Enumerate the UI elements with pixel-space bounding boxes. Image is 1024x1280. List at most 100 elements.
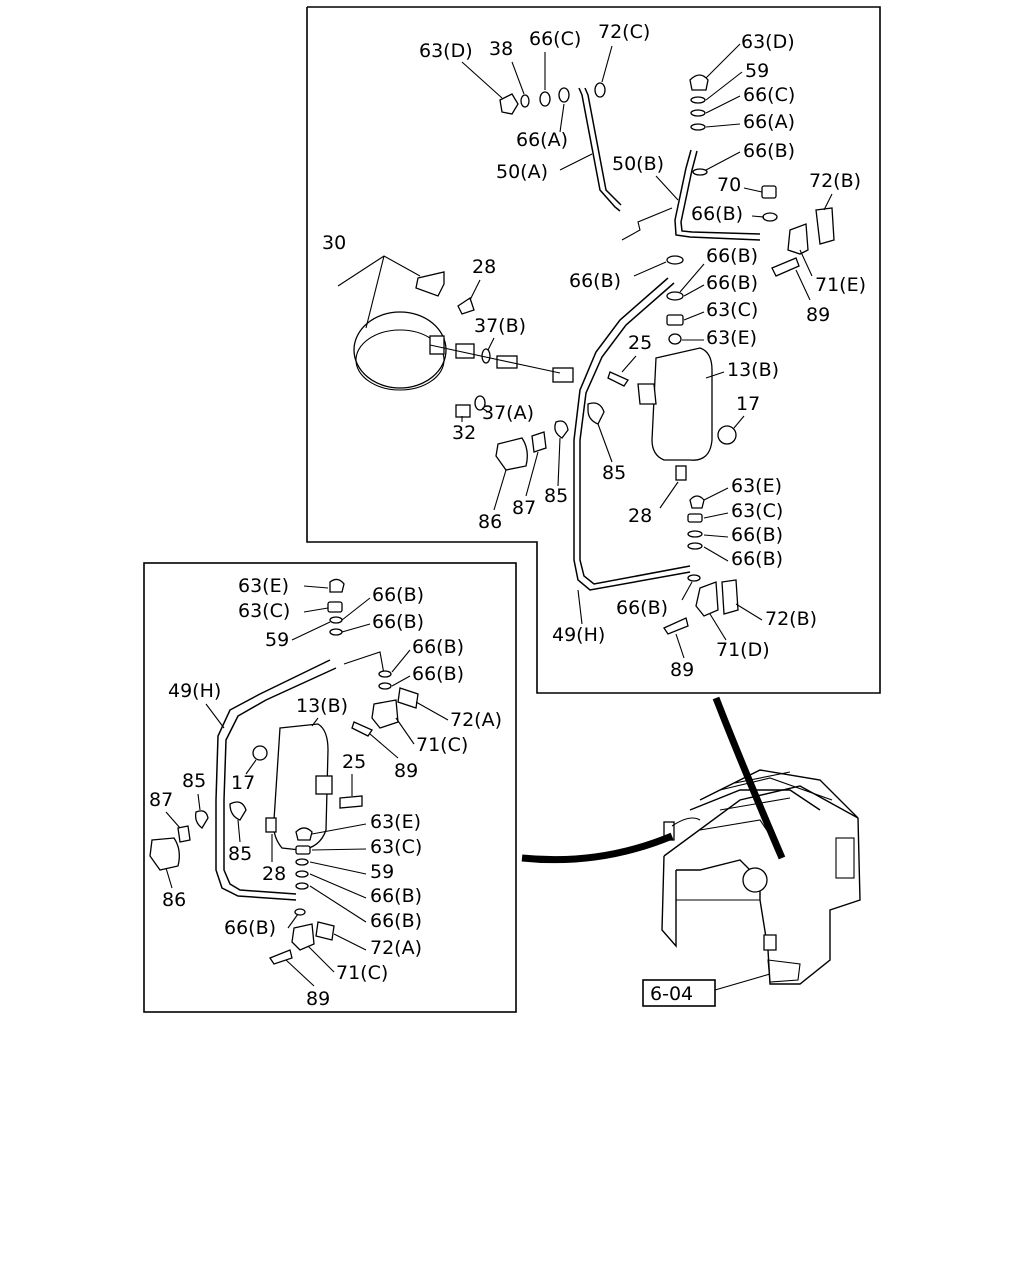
bracket-71c-inset-top bbox=[371, 699, 399, 729]
callout-72c: 72(C) bbox=[598, 21, 650, 43]
inset-callout-71c-b: 71(C) bbox=[336, 962, 388, 984]
callout-85-a: 85 bbox=[602, 462, 626, 484]
callout-38: 38 bbox=[489, 38, 513, 60]
callout-89-b: 89 bbox=[670, 659, 694, 681]
pointer-arrow-to-inset bbox=[521, 832, 674, 864]
reference-box[interactable]: 6-04 bbox=[642, 973, 771, 1007]
callout-66c-b: 66(C) bbox=[743, 84, 795, 106]
callout-13b-main: 13(B) bbox=[727, 359, 779, 381]
main-view-parts bbox=[353, 74, 835, 635]
plate-72b-top bbox=[815, 207, 835, 245]
inset-callout-71c-a: 71(C) bbox=[416, 734, 468, 756]
callout-66a-b: 66(A) bbox=[516, 129, 568, 151]
cover-86-main bbox=[495, 437, 528, 471]
inset-callout-72a-b: 72(A) bbox=[370, 937, 422, 959]
truck-cab-illustration bbox=[661, 769, 861, 985]
inset-callout-66b-b: 66(B) bbox=[372, 611, 424, 633]
inset-callout-66b-e: 66(B) bbox=[370, 885, 422, 907]
callout-63d-b: 63(D) bbox=[741, 31, 795, 53]
inset-callout-17: 17 bbox=[231, 772, 255, 794]
inset-callout-63e-a: 63(E) bbox=[238, 575, 289, 597]
callout-49h-main: 49(H) bbox=[552, 624, 605, 646]
callout-66b-h: 66(B) bbox=[616, 597, 668, 619]
plate-72a-inset-top bbox=[397, 687, 419, 709]
inset-callout-85-a: 85 bbox=[182, 770, 206, 792]
inset-callout-59-b: 59 bbox=[370, 861, 394, 883]
bracket-71e bbox=[787, 223, 809, 255]
main-view-frame bbox=[306, 6, 881, 694]
inset-callout-86: 86 bbox=[162, 889, 186, 911]
callout-66b-a: 66(B) bbox=[743, 140, 795, 162]
callout-32: 32 bbox=[452, 422, 476, 444]
callout-89-a: 89 bbox=[806, 304, 830, 326]
inset-callout-66b-d: 66(B) bbox=[412, 663, 464, 685]
callout-28-a: 28 bbox=[472, 256, 496, 278]
callout-28-b: 28 bbox=[628, 505, 652, 527]
pointer-arrow-to-main bbox=[712, 696, 786, 860]
cap-nut-63d-a bbox=[499, 93, 519, 115]
callout-25-a: 25 bbox=[628, 332, 652, 354]
callout-66b-f: 66(B) bbox=[731, 524, 783, 546]
rect-mirror-13b-inset bbox=[273, 723, 329, 851]
plate-72b-lower bbox=[721, 579, 739, 615]
inset-callout-66b-g: 66(B) bbox=[224, 917, 276, 939]
callout-72b-a: 72(B) bbox=[809, 170, 861, 192]
callout-63c-b: 63(C) bbox=[731, 500, 783, 522]
reference-box-label: 6-04 bbox=[650, 983, 693, 1005]
inset-view-frame bbox=[143, 562, 517, 1013]
callout-70: 70 bbox=[717, 174, 741, 196]
inset-callout-28: 28 bbox=[262, 863, 286, 885]
plate-72a-inset-lower bbox=[315, 921, 335, 941]
callout-66b-d: 66(B) bbox=[706, 245, 758, 267]
inset-callout-25: 25 bbox=[342, 751, 366, 773]
callout-63d-a: 63(D) bbox=[419, 40, 473, 62]
inset-callout-89-a: 89 bbox=[394, 760, 418, 782]
bracket-71d bbox=[695, 581, 719, 617]
inset-callout-66b-a: 66(B) bbox=[372, 584, 424, 606]
callout-63e-a: 63(E) bbox=[706, 327, 757, 349]
callout-87-main: 87 bbox=[512, 497, 536, 519]
washer-72c bbox=[594, 82, 606, 98]
round-mirror-30 bbox=[353, 311, 447, 389]
callout-30: 30 bbox=[322, 232, 346, 254]
inset-callout-63c-a: 63(C) bbox=[238, 600, 290, 622]
callout-72b-b: 72(B) bbox=[765, 608, 817, 630]
rect-mirror-13b-main bbox=[651, 347, 713, 461]
washer-66c-a bbox=[539, 91, 551, 107]
inset-callout-66b-f: 66(B) bbox=[370, 910, 422, 932]
callout-86-main: 86 bbox=[478, 511, 502, 533]
bracket-71c-inset-lower bbox=[291, 923, 315, 951]
inset-callout-85-b: 85 bbox=[228, 843, 252, 865]
callout-59-a: 59 bbox=[745, 60, 769, 82]
stay-50a bbox=[578, 87, 621, 212]
callout-85-b: 85 bbox=[544, 485, 568, 507]
callout-63e-b: 63(E) bbox=[731, 475, 782, 497]
callout-37b: 37(B) bbox=[474, 315, 526, 337]
stay-50b bbox=[674, 149, 761, 241]
callout-37a: 37(A) bbox=[482, 402, 534, 424]
callout-66c-a: 66(C) bbox=[529, 28, 581, 50]
inset-callout-49h: 49(H) bbox=[168, 680, 221, 702]
callout-50b: 50(B) bbox=[612, 153, 664, 175]
cap-nut-63d-b bbox=[689, 74, 709, 91]
stay-49h-main bbox=[573, 277, 691, 591]
inset-view-parts bbox=[149, 578, 419, 965]
inset-callout-72a-a: 72(A) bbox=[450, 709, 502, 731]
inset-callout-63e-b: 63(E) bbox=[370, 811, 421, 833]
main-view-callouts: 63(D) 38 66(C) 72(C) 63(D) 59 66(C) 66(A… bbox=[322, 21, 866, 681]
inset-callout-66b-c: 66(B) bbox=[412, 636, 464, 658]
callout-17-a: 17 bbox=[736, 393, 760, 415]
cover-86-inset bbox=[149, 837, 180, 871]
callout-71d: 71(D) bbox=[716, 639, 770, 661]
stay-49h-inset bbox=[215, 659, 331, 901]
callout-66b-g: 66(B) bbox=[731, 548, 783, 570]
callout-71e: 71(E) bbox=[815, 274, 866, 296]
inset-view-callouts: 63(E) 63(C) 59 66(B) 66(B) 66(B) 66(B) 4… bbox=[149, 575, 502, 1010]
inset-callout-89-b: 89 bbox=[306, 988, 330, 1010]
callout-66a-a: 66(A) bbox=[743, 111, 795, 133]
inset-callout-13b: 13(B) bbox=[296, 695, 348, 717]
callout-66b-e: 66(B) bbox=[706, 272, 758, 294]
callout-66b-c: 66(B) bbox=[569, 270, 621, 292]
callout-50a: 50(A) bbox=[496, 161, 548, 183]
